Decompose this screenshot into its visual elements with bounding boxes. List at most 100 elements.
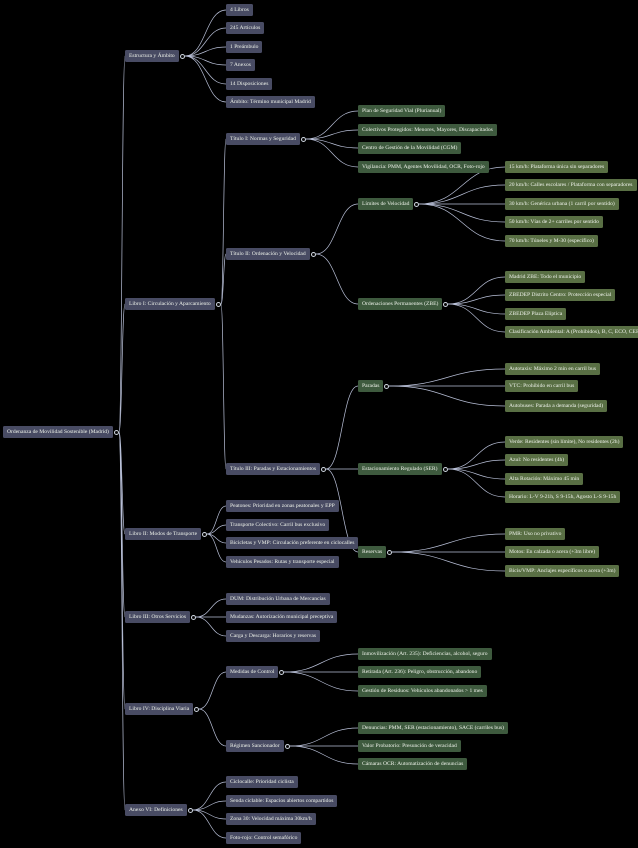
connector-line <box>305 138 359 149</box>
mindmap-node[interactable]: Título II: Ordenación y Velocidad <box>226 248 310 260</box>
collapse-toggle-icon[interactable] <box>285 743 290 749</box>
mindmap-node[interactable]: Foto-rojo: Control semafórico <box>226 832 302 844</box>
connector-line <box>447 468 506 480</box>
collapse-toggle-icon[interactable] <box>414 201 419 207</box>
mindmap-node[interactable]: Plan de Seguridad Vial (Plurianual) <box>358 105 446 117</box>
connector-line <box>418 203 506 223</box>
mindmap-node[interactable]: Ordenanza de Movilidad Sostenible (Madri… <box>3 426 113 438</box>
collapse-toggle-icon[interactable] <box>387 549 392 555</box>
mindmap-node[interactable]: 20 km/h: Calles escolares / Plataforma c… <box>505 179 637 191</box>
mindmap-node[interactable]: Régimen Sancionador <box>226 740 284 752</box>
mindmap-node[interactable]: Reservas <box>358 546 387 558</box>
connector-line <box>447 459 506 470</box>
mindmap-node[interactable]: Libro III: Otros Servicios <box>125 611 191 623</box>
mindmap-node[interactable]: Centro de Gestión de la Movilidad (CGM) <box>358 142 462 154</box>
mindmap-node[interactable]: Vigilancia: PMM, Agentes Movilidad, OCR,… <box>358 161 489 173</box>
mindmap-node[interactable]: Zona 30: Velocidad máxima 30km/h <box>226 813 316 825</box>
mindmap-node[interactable]: Autobuses: Parada a demanda (seguridad) <box>505 400 608 412</box>
mindmap-node[interactable]: VTC: Prohibido en carril bus <box>505 380 579 392</box>
mindmap-node[interactable]: Motos: En calzada o acera (+3m libre) <box>505 546 600 558</box>
mindmap-node[interactable]: Bicicletas y VMP: Circulación preferente… <box>226 537 359 549</box>
mindmap-node[interactable]: Transporte Colectivo: Carril bus exclusi… <box>226 519 330 531</box>
mindmap-node[interactable]: Carga y Descarga: Horarios y reservas <box>226 630 320 642</box>
mindmap-node[interactable]: Bicis/VMP: Anclajes específicos o acera … <box>505 565 620 577</box>
mindmap-node[interactable]: Gestión de Residuos: Vehículos abandonad… <box>358 685 487 697</box>
collapse-toggle-icon[interactable] <box>443 466 448 472</box>
collapse-toggle-icon[interactable] <box>384 383 389 389</box>
connector-line <box>118 431 126 618</box>
collapse-toggle-icon[interactable] <box>202 531 207 537</box>
mindmap-node[interactable]: 245 Artículos <box>226 22 265 34</box>
mindmap-node[interactable]: ZBEDEP Plaza Elíptica <box>505 308 567 320</box>
collapse-toggle-icon[interactable] <box>188 807 193 813</box>
mindmap-node[interactable]: Madrid ZBE: Todo el municipio <box>505 271 586 283</box>
mindmap-node[interactable]: Valor Probatorio: Presunción de veracida… <box>358 740 461 752</box>
mindmap-node[interactable]: Límites de Velocidad <box>358 198 414 210</box>
connector-line <box>118 431 126 710</box>
mindmap-node[interactable]: Estacionamiento Regulado (SER) <box>358 463 442 475</box>
collapse-toggle-icon[interactable] <box>114 429 119 435</box>
collapse-toggle-icon[interactable] <box>279 669 284 675</box>
mindmap-node[interactable]: Cámaras OCR: Automatización de denuncias <box>358 758 468 770</box>
collapse-toggle-icon[interactable] <box>311 251 316 257</box>
mindmap-node[interactable]: 30 km/h: Genérica urbana (1 carril por s… <box>505 198 619 210</box>
mindmap-node[interactable]: 70 km/h: Túneles y M-30 (específico) <box>505 235 598 247</box>
connector-line <box>305 138 359 168</box>
mindmap-node[interactable]: Título III: Paradas y Estacionamientos <box>226 463 321 475</box>
mindmap-node[interactable]: Retirada (Art. 236): Peligro, obstrucció… <box>358 666 482 678</box>
mindmap-node[interactable]: Estructura y Ámbito <box>125 50 179 62</box>
mindmap-node[interactable]: Libro IV: Disciplina Viaria <box>125 703 194 715</box>
connector-line <box>388 385 506 407</box>
mindmap-node[interactable]: Denuncias: PMM, SER (estacionamiento), S… <box>358 722 508 734</box>
connector-line <box>184 27 227 57</box>
mindmap-node[interactable]: Verde: Residentes (sin límite), No resid… <box>505 436 624 448</box>
mindmap-node[interactable]: Horario: L-V 9-21h, S 9-15h, Agosto L-S … <box>505 491 621 503</box>
connector-line <box>184 46 227 57</box>
mindmap-node[interactable]: Vehículos Pesados: Rutas y transporte es… <box>226 556 339 568</box>
mindmap-node[interactable]: 1 Preámbulo <box>226 41 263 53</box>
connector-line <box>220 303 227 470</box>
mindmap-node[interactable]: Azul: No residentes (4h) <box>505 454 569 466</box>
mindmap-node[interactable]: 7 Anexos <box>226 59 255 71</box>
collapse-toggle-icon[interactable] <box>180 53 185 59</box>
mindmap-node[interactable]: Paradas <box>358 380 384 392</box>
mindmap-node[interactable]: Peatones: Prioridad en zonas peatonales … <box>226 500 339 512</box>
mindmap-node[interactable]: 14 Disposiciones <box>226 78 273 90</box>
mindmap-node[interactable]: Ciclocalle: Prioridad ciclista <box>226 776 298 788</box>
mindmap-node[interactable]: Autotaxis: Máximo 2 min en carril bus <box>505 363 601 375</box>
collapse-toggle-icon[interactable] <box>321 466 326 472</box>
mindmap-node[interactable]: DUM: Distribución Urbana de Mercancías <box>226 593 330 605</box>
connector-line <box>305 110 359 140</box>
mindmap-node[interactable]: ZBEDEP Distrito Centro: Protección espec… <box>505 289 616 301</box>
collapse-toggle-icon[interactable] <box>191 614 196 620</box>
connector-line <box>192 781 227 811</box>
connector-line <box>305 129 359 140</box>
connector-line <box>283 671 359 692</box>
mindmap-node[interactable]: 50 km/h: Vías de 2+ carriles por sentido <box>505 216 603 228</box>
mindmap-node[interactable]: Inmovilización (Art. 235): Deficiencias,… <box>358 648 492 660</box>
mindmap-node[interactable]: Senda ciclable: Espacios abiertos compar… <box>226 795 338 807</box>
mindmap-node[interactable]: Libro II: Modos de Transporte <box>125 528 202 540</box>
collapse-toggle-icon[interactable] <box>194 706 199 712</box>
mindmap-node[interactable]: Clasificación Ambiental: A (Prohibidos),… <box>505 326 638 338</box>
mindmap-node[interactable]: Ordenaciones Permanentes (ZBE) <box>358 298 443 310</box>
mindmap-node[interactable]: PMR: Uso no privativo <box>505 528 566 540</box>
mindmap-node[interactable]: Mudanzas: Autorización municipal precept… <box>226 611 338 623</box>
collapse-toggle-icon[interactable] <box>443 301 448 307</box>
mindmap-node[interactable]: 4 Libros <box>226 4 253 16</box>
connector-line <box>118 55 126 433</box>
mindmap-node[interactable]: Libro I: Circulación y Aparcamiento <box>125 298 215 310</box>
connector-line <box>447 303 506 315</box>
connector-line <box>447 303 506 333</box>
mindmap-node[interactable]: Ámbito: Término municipal Madrid <box>226 96 315 108</box>
mindmap-node[interactable]: Colectivos Protegidos: Menores, Mayores,… <box>358 124 497 136</box>
connector-line <box>283 653 359 673</box>
collapse-toggle-icon[interactable] <box>216 301 221 307</box>
mindmap-node[interactable]: Alta Rotación: Máximo 45 min <box>505 473 584 485</box>
mindmap-node[interactable]: Anexo VI: Definiciones <box>125 804 187 816</box>
connector-line <box>418 203 506 242</box>
mindmap-node[interactable]: Medidas de Control <box>226 666 279 678</box>
mindmap-node[interactable]: Título I: Normas y Seguridad <box>226 133 300 145</box>
mindmap-node[interactable]: 15 km/h: Plataforma única sin separadore… <box>505 161 609 173</box>
collapse-toggle-icon[interactable] <box>301 136 306 142</box>
